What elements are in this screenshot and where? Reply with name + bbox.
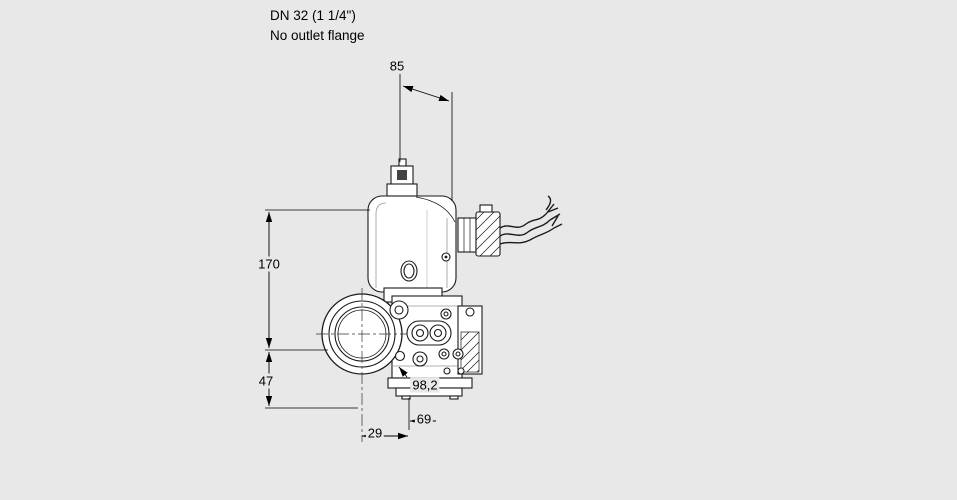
dimension-label-top-width: 85	[389, 58, 405, 74]
extension-lines	[265, 74, 453, 430]
plug-hatch	[475, 211, 501, 257]
title-line-variant: No outlet flange	[270, 28, 365, 43]
dimension-label-bottom-offset: 29	[365, 425, 385, 441]
drawing-title: DN 32 (1 1/4") No outlet flange	[270, 6, 365, 46]
actuator-dome	[367, 195, 457, 293]
cable-wires	[499, 195, 563, 245]
dimension-label-lower-height: 47	[256, 373, 276, 389]
dimension-label-body-height: 170	[256, 256, 282, 272]
dimension-label-depth: 98,2	[410, 377, 440, 393]
centerlines	[316, 288, 408, 442]
flange-hatch	[460, 331, 480, 373]
title-line-size: DN 32 (1 1/4")	[270, 8, 356, 23]
top-nut	[386, 158, 418, 197]
valve-body-group	[316, 158, 563, 442]
body-screws	[389, 300, 475, 375]
dimension-label-bottom-width: 69	[414, 411, 434, 427]
solenoid-plug	[457, 204, 501, 257]
